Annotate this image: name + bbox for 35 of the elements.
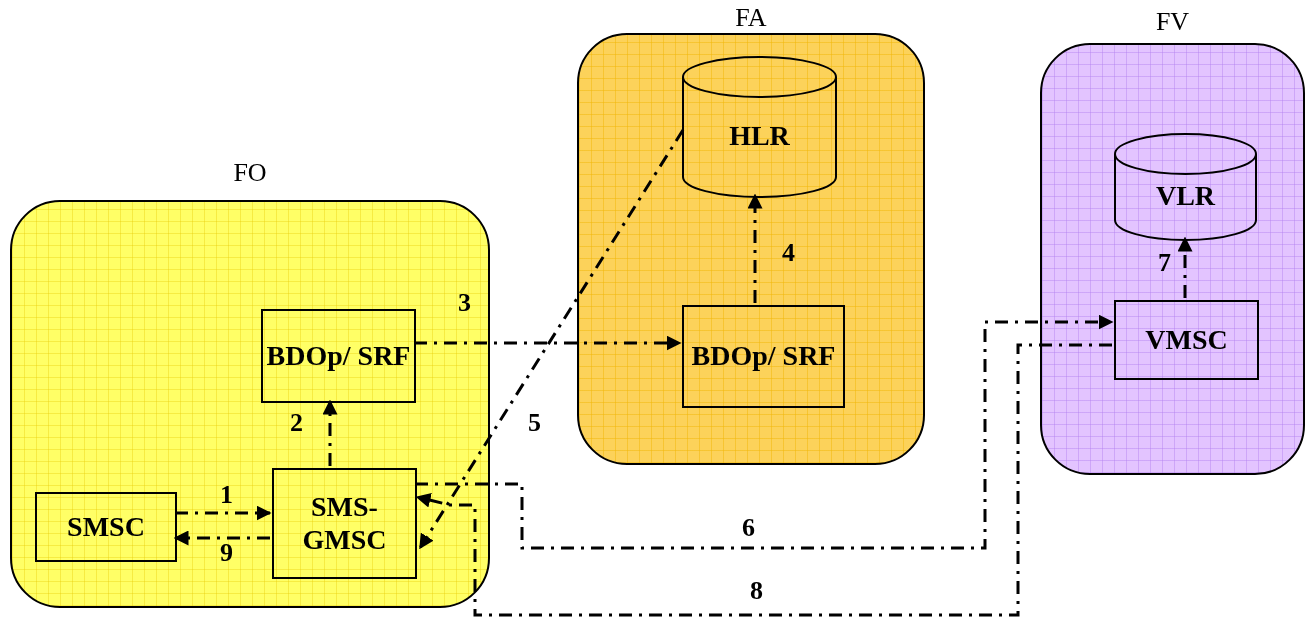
step-number: 3: [458, 290, 471, 316]
process-box: [272, 468, 417, 579]
step-number: 6: [742, 515, 755, 541]
step-number: 4: [782, 240, 795, 266]
database-label: VLR: [1155, 179, 1216, 213]
box-label: SMSC: [67, 510, 145, 544]
process-box: [261, 309, 416, 403]
dash-dot-arrow: [322, 399, 338, 466]
process-box: [1114, 300, 1259, 380]
dash-dot-arrow: [175, 505, 272, 521]
dash-dot-arrow: [418, 129, 685, 550]
box-label: SMS- GMSC: [301, 491, 388, 556]
zone-heading: FA: [734, 3, 768, 33]
step-number: 1: [220, 482, 233, 508]
database-cylinder: [682, 56, 837, 198]
process-box: [682, 305, 845, 408]
step-number: 8: [750, 578, 763, 604]
dash-dot-arrow: [415, 343, 1112, 617]
step-number: 5: [528, 410, 541, 436]
dash-dot-arrow: [747, 193, 763, 303]
dash-dot-arrow: [173, 530, 270, 546]
box-label: VMSC: [1145, 323, 1228, 357]
box-label: BDOp/ SRF: [266, 339, 411, 373]
process-box: [35, 492, 177, 562]
database-cylinder: [1114, 133, 1257, 241]
step-number: 9: [220, 540, 233, 566]
step-number: 7: [1158, 250, 1171, 276]
database-label: HLR: [729, 119, 790, 153]
zone-heading: FV: [1154, 7, 1191, 37]
dash-dot-arrow: [415, 314, 1114, 550]
dash-dot-arrow: [1177, 236, 1193, 298]
zone-heading: FO: [232, 158, 268, 188]
box-label: BDOp/ SRF: [691, 340, 836, 373]
dash-dot-arrow: [414, 335, 682, 351]
step-number: 2: [290, 410, 303, 436]
